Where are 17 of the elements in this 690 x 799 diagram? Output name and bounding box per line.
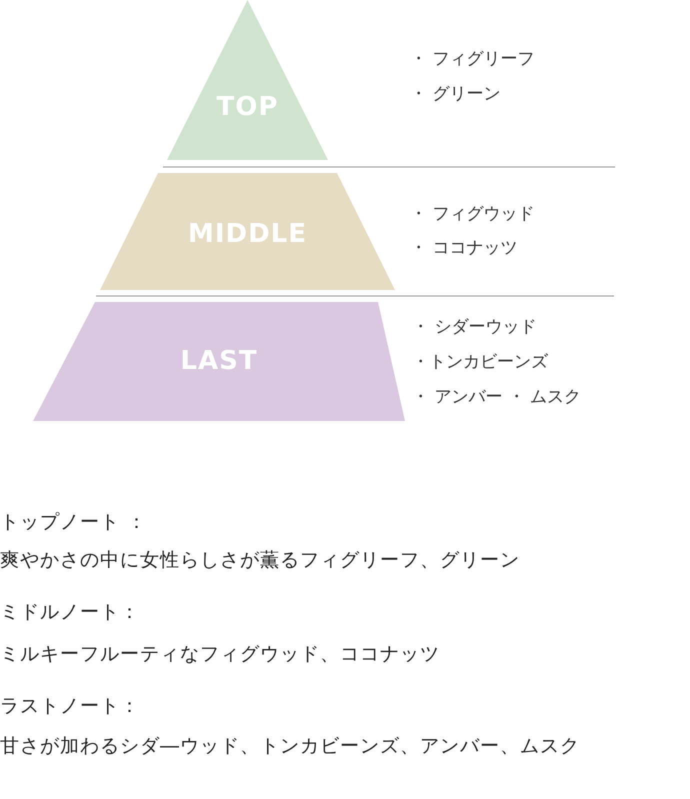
pyramid-tier [100, 173, 395, 290]
note-heading: ラストノート： [0, 694, 141, 719]
note-list-item: ・ ココナッツ [410, 237, 518, 259]
note-list-item: ・ アンバー ・ ムスク [412, 386, 582, 408]
pyramid-tier [33, 302, 405, 421]
note-list-item: ・ フィグリーフ [410, 48, 534, 70]
note-list-item: ・ シダーウッド [412, 316, 536, 338]
tier-label: MIDDLE [186, 219, 308, 249]
note-description: ミルキーフルーティなフィグウッド、ココナッツ [0, 642, 441, 667]
note-heading: トップノート ： [0, 510, 148, 535]
note-list-item: ・ フィグウッド [410, 203, 534, 225]
pyramid-tier [167, 0, 328, 160]
note-description: 甘さが加わるシダ―ウッド、トンカビーンズ、アンバー、ムスク [0, 734, 581, 759]
note-description: 爽やかさの中に女性らしさが薫るフィグリーフ、グリーン [0, 548, 521, 573]
note-heading: ミドルノート： [0, 600, 141, 625]
note-list-item: ・トンカビーンズ [412, 351, 548, 373]
note-list-item: ・ グリーン [410, 83, 500, 105]
